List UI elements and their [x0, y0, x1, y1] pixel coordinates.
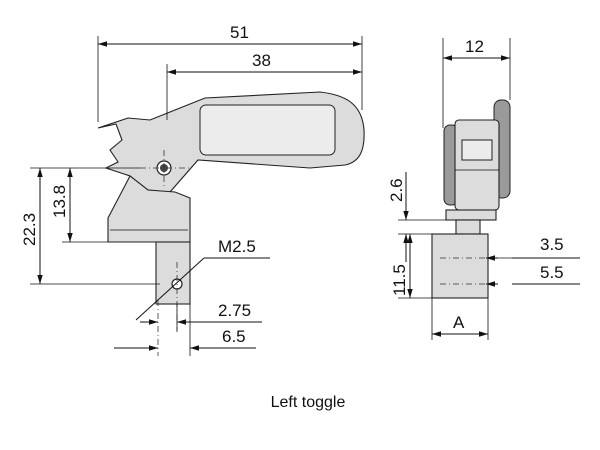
- dim-overall-length: 51: [230, 23, 249, 42]
- lever-neck: [107, 175, 191, 243]
- dim-block-height: 11.5: [390, 264, 409, 296]
- dim-width-a: A: [453, 313, 465, 332]
- toggle-stem: [155, 241, 191, 305]
- dim-gap-small: 2.6: [387, 178, 406, 202]
- lever-grip: [199, 104, 336, 156]
- dim-pivot-to-end: 38: [252, 51, 271, 70]
- figure-caption: Left toggle: [271, 394, 346, 411]
- dim-width-top: 12: [465, 37, 484, 56]
- neck: [455, 219, 481, 235]
- dim-height-pivot: 13.8: [50, 185, 69, 218]
- dim-offset-small: 2.75: [218, 301, 251, 320]
- dim-hole-lower: 5.5: [540, 263, 564, 282]
- dim-thread: M2.5: [218, 237, 256, 256]
- dim-height-total: 22.3: [20, 213, 39, 246]
- dim-offset-large: 6.5: [222, 327, 246, 346]
- dim-hole-upper: 3.5: [540, 235, 564, 254]
- toggle-side-view: 51 38 22.3 13.8 M2.5 2.75 6.5: [20, 23, 365, 356]
- neck-plate: [445, 209, 497, 221]
- mount-block: [431, 233, 489, 299]
- roller-hub: [454, 119, 500, 211]
- toggle-front-view: 12 2.6 11.5 3.5 5.5 A: [387, 37, 580, 340]
